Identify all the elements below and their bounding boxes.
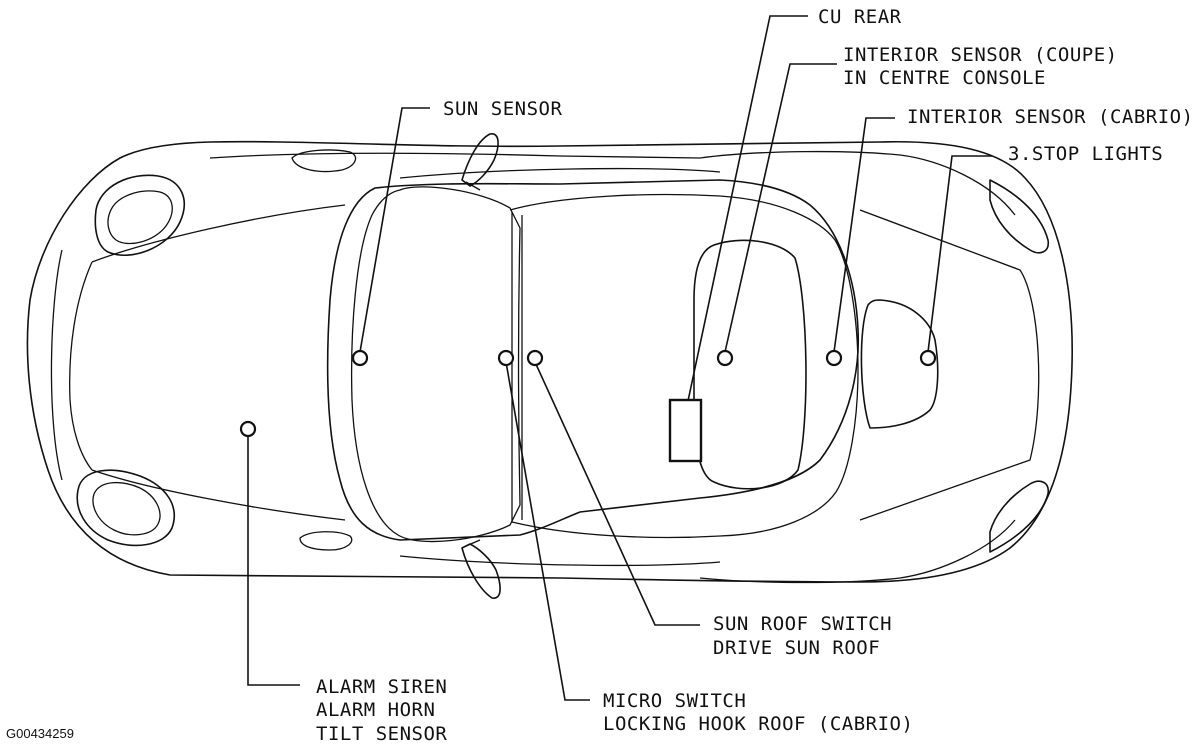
stop-lights-marker [919, 349, 937, 367]
leader-cu-rear [684, 15, 808, 416]
mirror-left [461, 133, 499, 191]
leader-alarm [247, 436, 300, 686]
label-interior-sensor-coupe-1: INTERIOR SENSOR (COUPE) [843, 44, 1118, 66]
sun-sensor-marker [351, 349, 369, 367]
figure-id: G00434259 [6, 726, 74, 741]
label-interior-sensor-coupe-2: IN CENTRE CONSOLE [843, 67, 1046, 89]
label-stop-lights: 3.STOP LIGHTS [1008, 143, 1163, 165]
interior-sensor-coupe-marker [716, 349, 734, 367]
label-interior-sensor-cabrio: INTERIOR SENSOR (CABRIO) [907, 106, 1194, 128]
leader-lines [247, 15, 992, 701]
label-cu-rear: CU REAR [818, 6, 902, 28]
leader-stop-lights [927, 155, 992, 353]
labels: CU REAR INTERIOR SENSOR (COUPE) IN CENTR… [6, 6, 1194, 745]
leader-micro-switch [505, 361, 590, 701]
leader-sun-sensor [359, 107, 430, 353]
label-alarm-3: TILT SENSOR [316, 723, 447, 745]
leader-interior-sensor-coupe [724, 63, 837, 353]
interior-sensor-cabrio-marker [825, 349, 843, 367]
sun-roof-switch-marker [526, 349, 544, 367]
car-body [26, 140, 1073, 584]
micro-switch-marker [497, 349, 515, 367]
cu-rear-box [668, 398, 703, 463]
label-alarm-2: ALARM HORN [316, 699, 435, 721]
label-micro-switch-2: LOCKING HOOK ROOF (CABRIO) [603, 713, 913, 735]
leader-sun-roof-switch [534, 361, 700, 626]
component-markers [239, 349, 937, 463]
mirror-right [461, 539, 501, 599]
alarm-marker [239, 420, 257, 438]
label-sun-roof-switch-2: DRIVE SUN ROOF [713, 637, 880, 659]
label-sun-sensor: SUN SENSOR [443, 98, 562, 120]
leader-interior-sensor-cabrio [833, 117, 895, 353]
label-micro-switch-1: MICRO SWITCH [603, 690, 746, 712]
label-sun-roof-switch-1: SUN ROOF SWITCH [713, 613, 892, 635]
label-alarm-1: ALARM SIREN [316, 676, 447, 698]
